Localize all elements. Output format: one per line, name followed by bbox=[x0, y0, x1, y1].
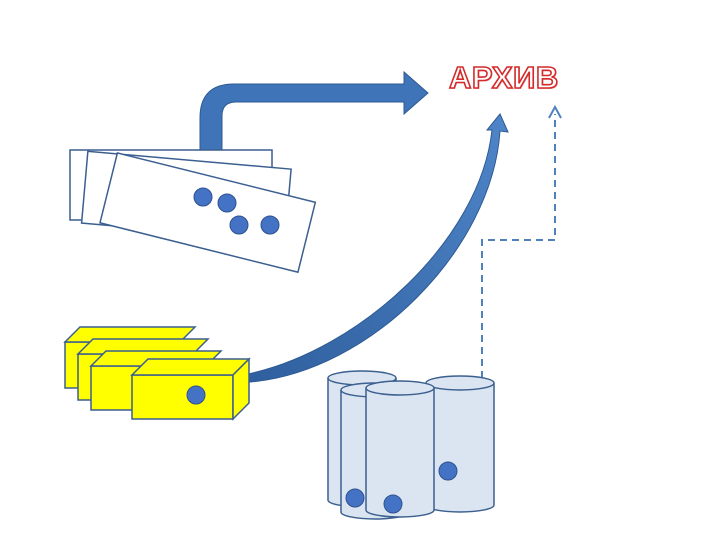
stacked-blocks-icon bbox=[65, 327, 249, 419]
stacked-papers-icon bbox=[70, 150, 315, 272]
block-dot bbox=[187, 386, 205, 404]
archive-title: АРХИВ bbox=[449, 62, 559, 93]
cylinder-dot bbox=[384, 495, 402, 513]
paper-dot bbox=[230, 216, 248, 234]
paper-to-archive-arrow bbox=[200, 72, 428, 152]
paper-dot bbox=[218, 194, 236, 212]
cylinder-dot bbox=[439, 462, 457, 480]
cylinder-dot bbox=[346, 489, 364, 507]
paper-dot bbox=[261, 216, 279, 234]
database-cylinders-icon bbox=[328, 371, 494, 519]
paper-dot bbox=[194, 188, 212, 206]
